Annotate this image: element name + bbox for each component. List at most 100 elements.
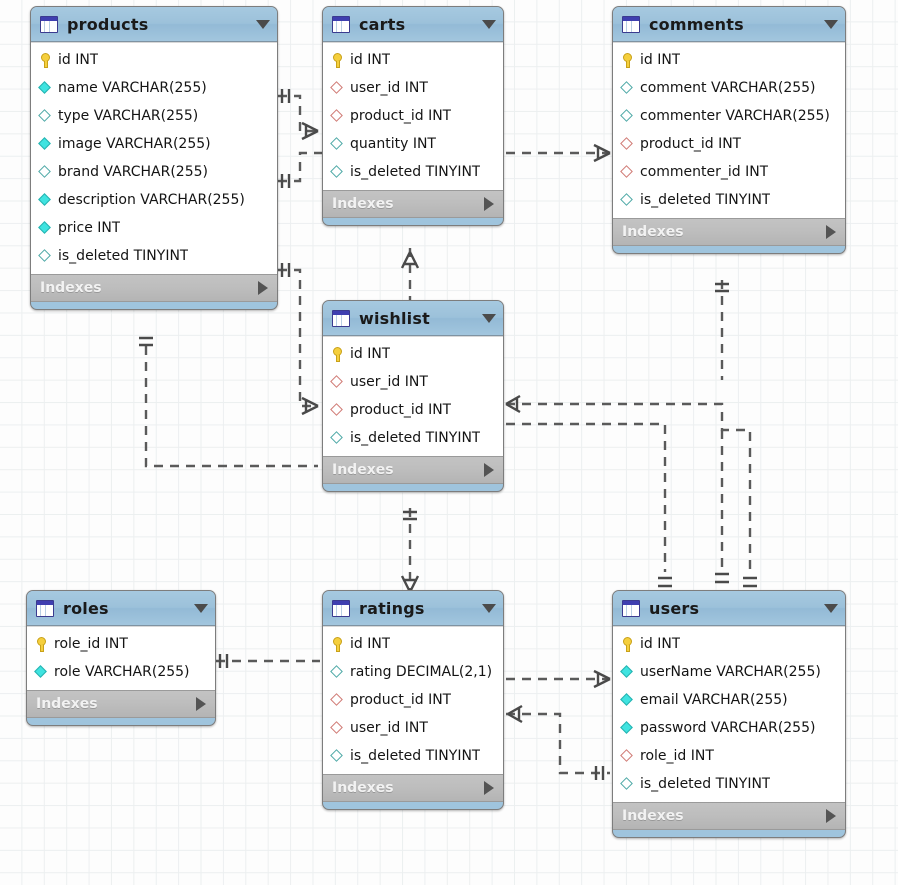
column-row[interactable]: product_id INT [323, 396, 503, 424]
diamond-fk-icon [330, 375, 345, 390]
triangle-right-icon[interactable] [484, 463, 494, 477]
column-row[interactable]: type VARCHAR(255) [31, 102, 277, 130]
table-header-wishlist[interactable]: wishlist [323, 301, 503, 336]
column-row[interactable]: email VARCHAR(255) [613, 686, 845, 714]
column-label: rating DECIMAL(2,1) [350, 664, 493, 680]
triangle-right-icon[interactable] [196, 697, 206, 711]
chevron-down-icon[interactable] [824, 19, 838, 29]
key-icon [330, 346, 345, 362]
diamond-icon [330, 137, 345, 152]
table-title: carts [359, 14, 406, 34]
column-row[interactable]: commenter VARCHAR(255) [613, 102, 845, 130]
rel-wishlist-users-a [506, 402, 752, 572]
table-title: comments [649, 14, 744, 34]
column-row[interactable]: role_id INT [613, 742, 845, 770]
column-row[interactable]: quantity INT [323, 130, 503, 158]
column-row[interactable]: is_deleted TINYINT [613, 770, 845, 798]
column-row[interactable]: user_id INT [323, 368, 503, 396]
chevron-down-icon[interactable] [194, 603, 208, 613]
column-row[interactable]: product_id INT [323, 686, 503, 714]
table-card-ratings[interactable]: ratings id INT rating DECIMAL(2,1) product_… [322, 590, 504, 810]
chevron-down-icon[interactable] [824, 603, 838, 613]
column-row[interactable]: product_id INT [323, 102, 503, 130]
chevron-down-icon[interactable] [256, 19, 270, 29]
column-row[interactable]: is_deleted TINYINT [323, 424, 503, 452]
column-row[interactable]: comment VARCHAR(255) [613, 74, 845, 102]
table-header-carts[interactable]: carts [323, 7, 503, 42]
column-row[interactable]: id INT [323, 46, 503, 74]
triangle-right-icon[interactable] [826, 809, 836, 823]
table-header-users[interactable]: users [613, 591, 845, 626]
column-row[interactable]: id INT [31, 46, 277, 74]
column-row[interactable]: brand VARCHAR(255) [31, 158, 277, 186]
indexes-section-ratings[interactable]: Indexes [323, 774, 503, 802]
diamond-filled-icon [620, 665, 635, 680]
column-row[interactable]: commenter_id INT [613, 158, 845, 186]
marker-one-products-ratings [280, 263, 291, 277]
column-label: role_id INT [640, 748, 714, 764]
column-row[interactable]: is_deleted TINYINT [323, 158, 503, 186]
column-row[interactable]: password VARCHAR(255) [613, 714, 845, 742]
column-row[interactable]: is_deleted TINYINT [323, 742, 503, 770]
key-icon [620, 52, 635, 68]
column-row[interactable]: role VARCHAR(255) [27, 658, 215, 686]
table-header-products[interactable]: products [31, 7, 277, 42]
indexes-section-wishlist[interactable]: Indexes [323, 456, 503, 484]
column-row[interactable]: product_id INT [613, 130, 845, 158]
column-row[interactable]: image VARCHAR(255) [31, 130, 277, 158]
column-row[interactable]: rating DECIMAL(2,1) [323, 658, 503, 686]
marker-one-users-role [594, 766, 605, 780]
column-row[interactable]: userName VARCHAR(255) [613, 658, 845, 686]
column-row[interactable]: user_id INT [323, 74, 503, 102]
indexes-section-comments[interactable]: Indexes [613, 218, 845, 246]
triangle-right-icon[interactable] [258, 281, 268, 295]
triangle-right-icon[interactable] [826, 225, 836, 239]
indexes-section-users[interactable]: Indexes [613, 802, 845, 830]
column-row[interactable]: id INT [613, 46, 845, 74]
column-row[interactable]: id INT [323, 340, 503, 368]
indexes-section-carts[interactable]: Indexes [323, 190, 503, 218]
table-icon [622, 15, 640, 33]
marker-one-comments-bottom [715, 282, 729, 293]
column-row[interactable]: is_deleted TINYINT [613, 186, 845, 214]
column-row[interactable]: description VARCHAR(255) [31, 186, 277, 214]
indexes-section-products[interactable]: Indexes [31, 274, 277, 302]
indexes-label: Indexes [622, 224, 684, 240]
indexes-section-roles[interactable]: Indexes [27, 690, 215, 718]
column-row[interactable]: id INT [323, 630, 503, 658]
table-header-roles[interactable]: roles [27, 591, 215, 626]
marker-one-wishlist-bottom [403, 510, 417, 521]
chevron-down-icon[interactable] [482, 603, 496, 613]
chevron-down-icon[interactable] [482, 19, 496, 29]
column-row[interactable]: role_id INT [27, 630, 215, 658]
column-row[interactable]: price INT [31, 214, 277, 242]
column-label: is_deleted TINYINT [350, 164, 481, 180]
table-header-ratings[interactable]: ratings [323, 591, 503, 626]
rel-ratings-users-b [506, 712, 610, 775]
column-label: id INT [350, 636, 391, 652]
diamond-filled-icon [38, 137, 53, 152]
column-label: is_deleted TINYINT [350, 748, 481, 764]
key-icon [38, 52, 53, 68]
triangle-right-icon[interactable] [484, 781, 494, 795]
indexes-label: Indexes [622, 808, 684, 824]
triangle-right-icon[interactable] [484, 197, 494, 211]
table-header-comments[interactable]: comments [613, 7, 845, 42]
column-row[interactable]: id INT [613, 630, 845, 658]
table-icon [36, 599, 54, 617]
indexes-label: Indexes [36, 696, 98, 712]
marker-many-wishlist-users [505, 394, 521, 414]
chevron-down-icon[interactable] [482, 313, 496, 323]
column-row[interactable]: is_deleted TINYINT [31, 242, 277, 270]
column-row[interactable]: name VARCHAR(255) [31, 74, 277, 102]
column-row[interactable]: user_id INT [323, 714, 503, 742]
